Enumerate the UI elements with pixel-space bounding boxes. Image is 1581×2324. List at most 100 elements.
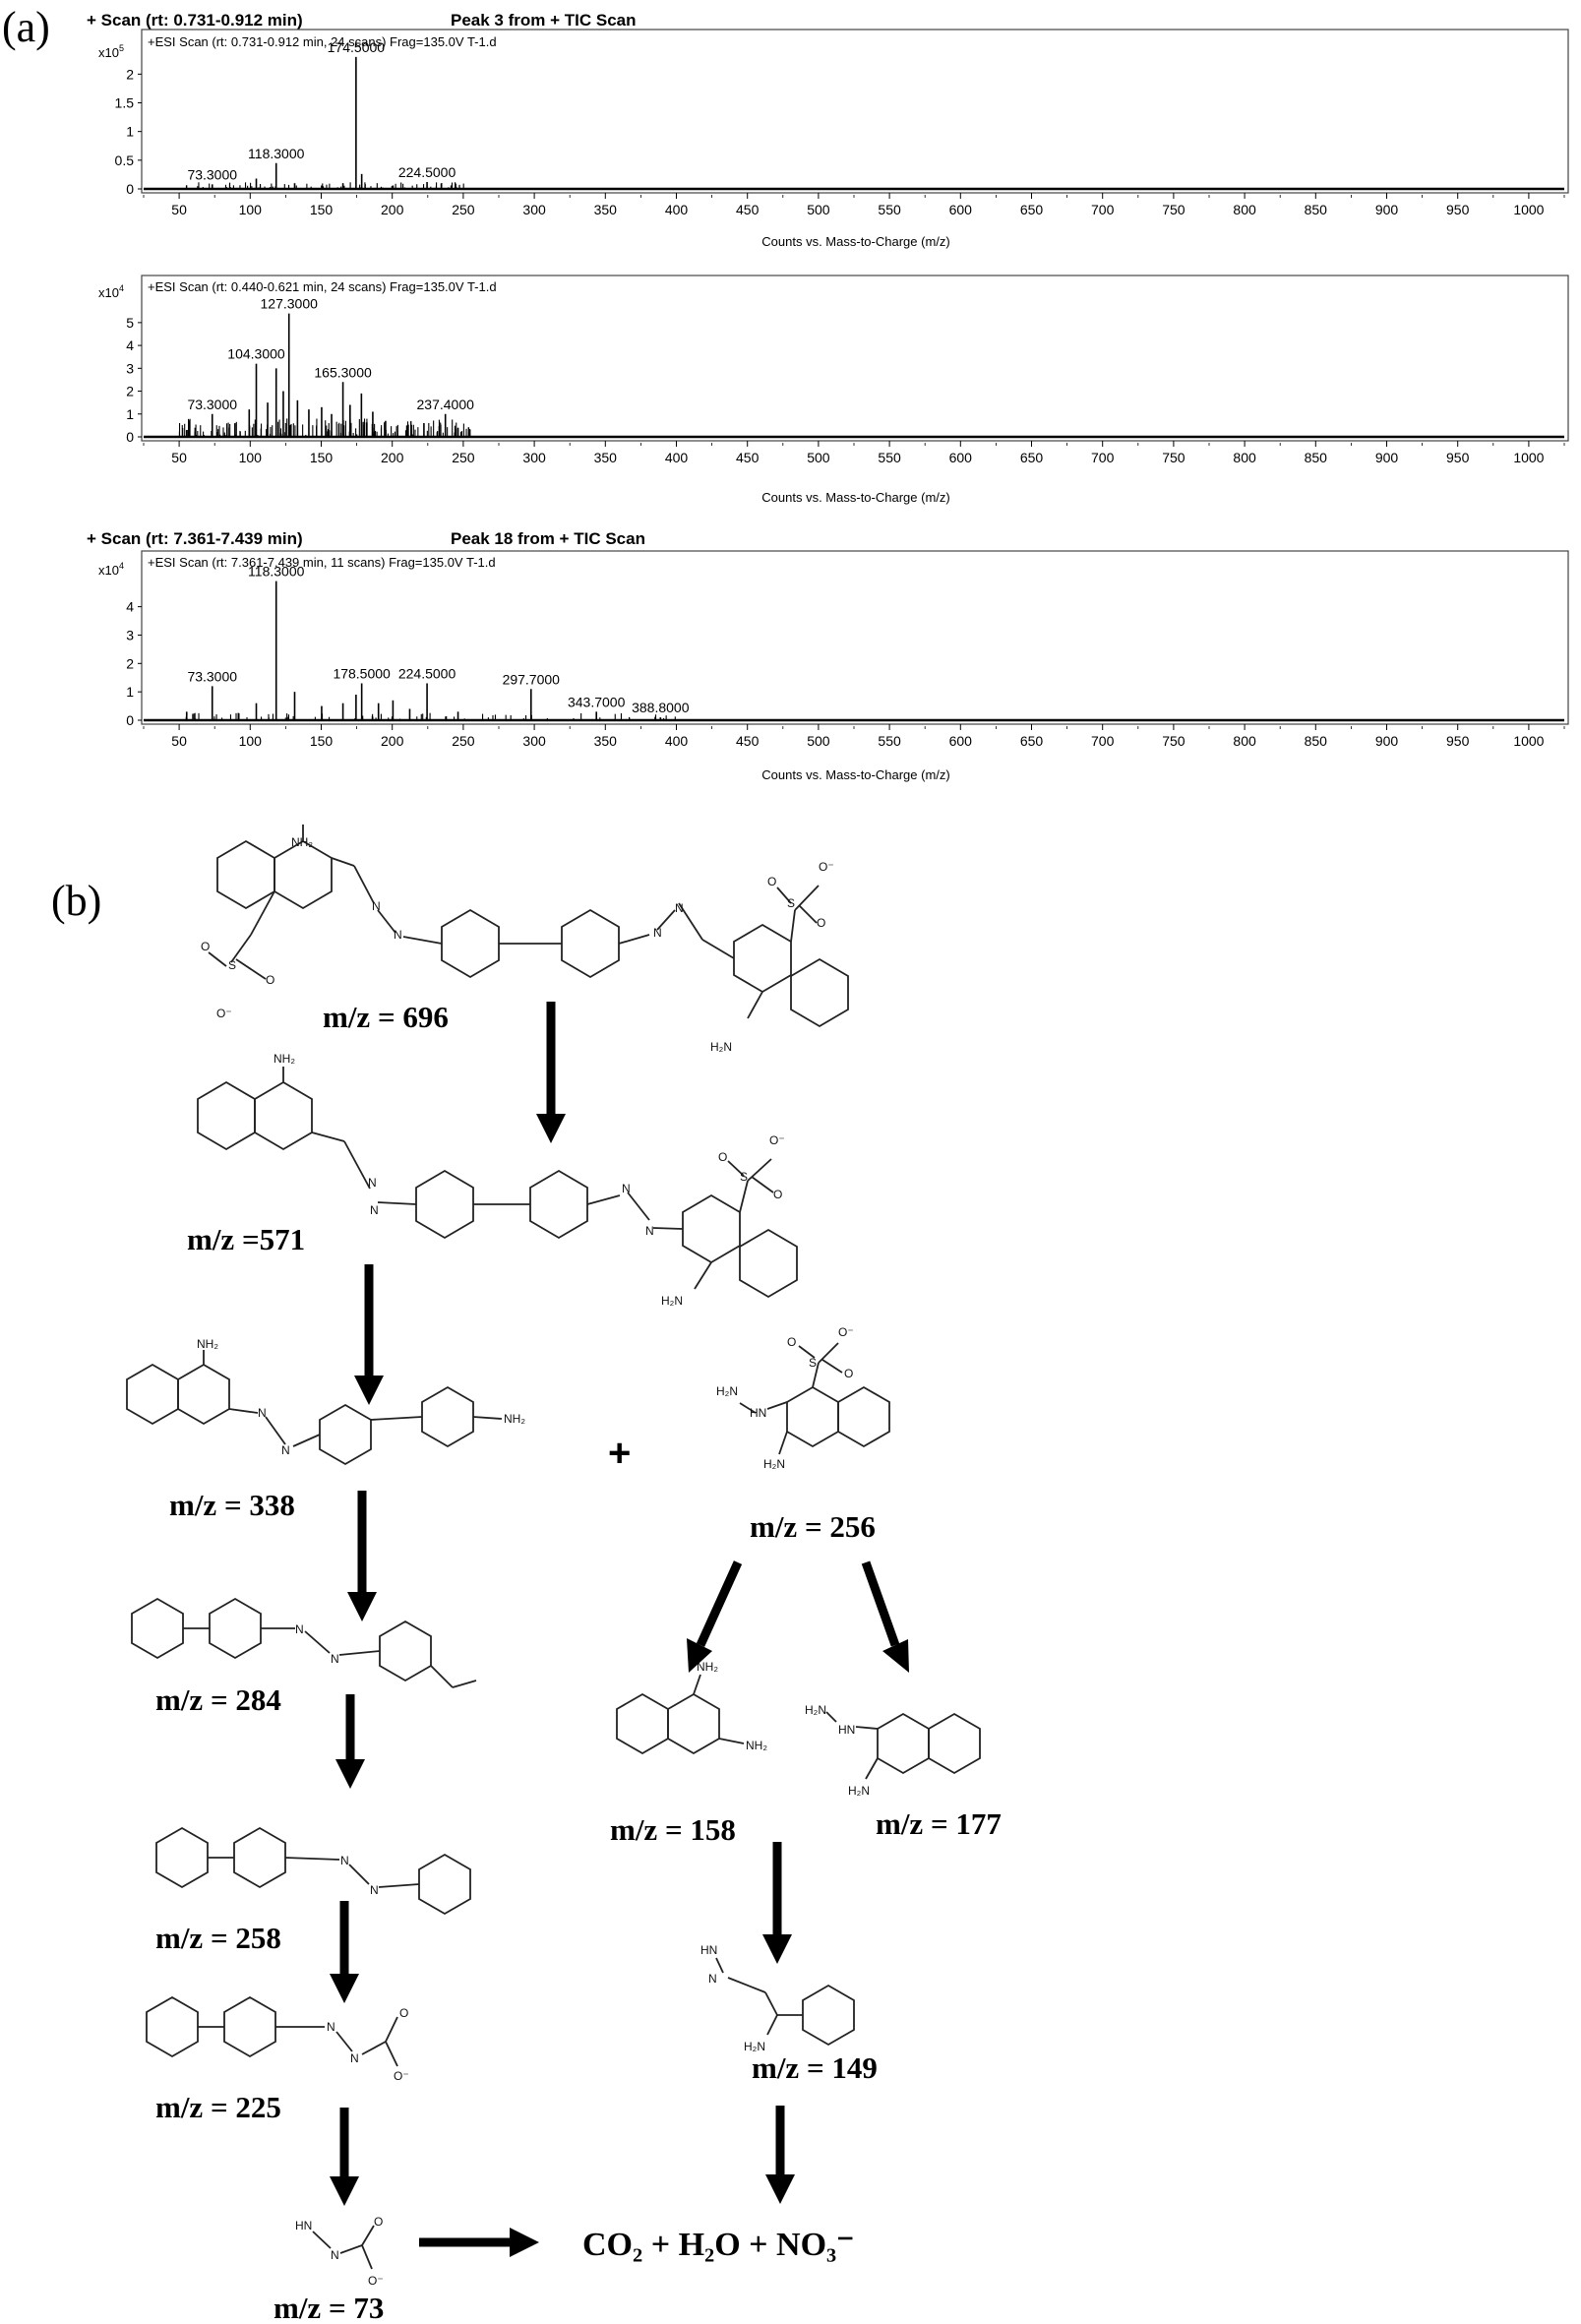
atom-n: N: [350, 2051, 359, 2065]
x-tick-label: 300: [522, 202, 546, 217]
x-tick-label: 800: [1233, 202, 1256, 217]
atom-hn: HN: [750, 1406, 766, 1420]
atom-o: O: [787, 1335, 796, 1349]
spectrum-3-peak-source: Peak 18 from + TIC Scan: [451, 529, 645, 548]
label-mz-338: m/z = 338: [169, 1488, 295, 1522]
spectrum-1-scan-info: +ESI Scan (rt: 0.731-0.912 min, 24 scans…: [148, 34, 497, 49]
atom-o: O: [718, 1150, 727, 1164]
atom-o: O: [374, 2215, 383, 2229]
label-mz-696: m/z = 696: [323, 1000, 449, 1034]
peak-label: 178.5000: [333, 666, 391, 682]
x-tick-label: 700: [1091, 450, 1115, 465]
x-tick-label: 200: [381, 733, 404, 749]
x-tick-label: 550: [878, 450, 901, 465]
peak-label: 118.3000: [248, 146, 305, 161]
x-tick-label: 350: [594, 733, 618, 749]
x-tick-label: 700: [1091, 202, 1115, 217]
x-tick-label: 50: [171, 202, 187, 217]
structure-225: [146, 1995, 398, 2067]
ring: [274, 839, 333, 910]
atom-hn: HN: [838, 1723, 855, 1737]
atom-hn: HN: [700, 1943, 717, 1957]
peak-label: 237.4000: [417, 397, 475, 412]
x-tick-label: 250: [452, 733, 475, 749]
arrow-284-to-258: [335, 1694, 365, 1789]
atom-nh2: NH₂: [504, 1412, 525, 1426]
y-tick-label: 1: [126, 684, 134, 700]
atom-nh2: NH₂: [697, 1660, 718, 1674]
atom-s: S: [809, 1356, 817, 1370]
x-tick-label: 600: [949, 450, 973, 465]
atom-h2n: H₂N: [744, 2040, 765, 2053]
peak-label: 118.3000: [248, 564, 305, 580]
atom-h2n: H₂N: [661, 1294, 683, 1308]
x-tick-label: 250: [452, 450, 475, 465]
peak-label: 165.3000: [314, 364, 372, 380]
spectrum-3-y-multiplier: x104: [98, 561, 124, 578]
label-mz-225: m/z = 225: [155, 2090, 281, 2124]
x-tick-label: 150: [310, 450, 334, 465]
peak-label: 343.7000: [568, 694, 626, 709]
x-tick-label: 600: [949, 733, 973, 749]
label-mz-73: m/z = 73: [274, 2291, 384, 2324]
atom-n: N: [653, 926, 662, 940]
atom-o: O: [817, 916, 825, 930]
panel-b-label: (b): [51, 877, 101, 925]
arrow-571-to-338: [354, 1264, 384, 1405]
x-tick-label: 50: [171, 733, 187, 749]
peak-label: 104.3000: [227, 346, 285, 362]
spectrum-1-plot-frame: [141, 29, 1569, 194]
y-tick-label: 4: [126, 599, 134, 615]
arrow-73-to-products: [419, 2228, 539, 2257]
spectrum-3-scan-info: +ESI Scan (rt: 7.361-7.439 min, 11 scans…: [148, 555, 496, 570]
atom-n: N: [708, 1972, 717, 1986]
atom-s: S: [740, 1170, 748, 1184]
x-tick-label: 650: [1020, 202, 1044, 217]
plus-sign: +: [608, 1432, 631, 1475]
x-tick-label: 1000: [1513, 733, 1544, 749]
x-tick-label: 650: [1020, 450, 1044, 465]
y-tick-label: 3: [126, 360, 134, 376]
ring: [216, 839, 275, 910]
x-tick-label: 600: [949, 202, 973, 217]
arrow-256-to-177: [861, 1560, 909, 1673]
label-mz-258: m/z = 258: [155, 1921, 281, 1955]
atom-h2n: H₂N: [763, 1457, 785, 1471]
y-tick-label: 1: [126, 406, 134, 422]
x-tick-label: 350: [594, 202, 618, 217]
atom-h2n: H₂N: [716, 1384, 738, 1398]
x-tick-label: 550: [878, 733, 901, 749]
atom-n: N: [281, 1443, 290, 1457]
ring: [561, 908, 620, 979]
spectrum-3-plot-frame: [141, 550, 1569, 725]
x-tick-label: 250: [452, 202, 475, 217]
ring: [441, 908, 500, 979]
atom-o: O: [399, 2006, 408, 2020]
x-tick-label: 950: [1446, 450, 1470, 465]
x-tick-label: 850: [1305, 202, 1328, 217]
x-tick-label: 150: [310, 733, 334, 749]
atom-n: N: [370, 1883, 379, 1897]
x-tick-label: 550: [878, 202, 901, 217]
structure-258: [155, 1826, 471, 1916]
x-tick-label: 800: [1233, 450, 1256, 465]
x-tick-label: 900: [1375, 733, 1399, 749]
structure-158: [616, 1674, 745, 1755]
spectrum-2: +ESI Scan (rt: 0.440-0.621 min, 24 scans…: [98, 275, 1569, 505]
atom-o: O: [844, 1367, 853, 1380]
x-tick-label: 500: [807, 733, 830, 749]
x-tick-label: 850: [1305, 733, 1328, 749]
atom-n: N: [675, 901, 684, 915]
atom-o-minus: O⁻: [394, 2069, 409, 2083]
spectrum-1-peak-source: Peak 3 from + TIC Scan: [451, 11, 637, 30]
x-tick-label: 100: [239, 450, 263, 465]
x-tick-label: 900: [1375, 202, 1399, 217]
structure-338: [126, 1350, 503, 1466]
atom-n: N: [368, 1176, 377, 1190]
atom-o: O: [767, 875, 776, 888]
structure-73: [312, 2225, 375, 2270]
x-tick-label: 500: [807, 202, 830, 217]
spectrum-3: + Scan (rt: 7.361-7.439 min) Peak 18 fro…: [87, 529, 1569, 782]
peak-label: 73.3000: [187, 397, 237, 412]
